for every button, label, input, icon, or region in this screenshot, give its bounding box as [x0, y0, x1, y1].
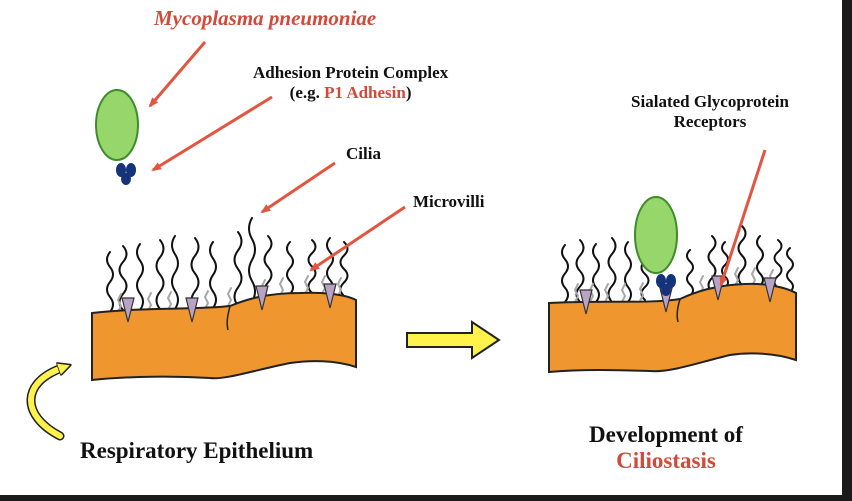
receptor: [579, 289, 593, 315]
cilium: [607, 237, 617, 303]
receptors-label-line2: Receptors: [673, 111, 747, 131]
cilium: [786, 247, 794, 293]
receptors-label-line1: Sialated Glycoprotein: [631, 92, 789, 111]
cilium: [155, 239, 165, 310]
receptor: [323, 283, 337, 309]
organism-label: Mycoplasma pneumoniae: [154, 6, 377, 30]
adhesion-label-line1: Adhesion Protein Complex: [253, 63, 449, 82]
cilium: [209, 241, 217, 309]
adhesion-prefix: (e.g.: [289, 82, 325, 102]
receptors-label: Sialated Glycoprotein Receptors: [600, 92, 820, 131]
receptor: [121, 297, 135, 323]
microvillus: [226, 287, 233, 307]
cilium: [756, 235, 764, 287]
cilium: [339, 241, 349, 297]
arrow-to-cilia: [260, 161, 336, 214]
cilium: [707, 235, 717, 293]
cilium: [286, 241, 294, 295]
adhesion-highlight: P1 Adhesin: [324, 82, 406, 102]
cilium: [233, 231, 243, 307]
microvillus: [320, 275, 327, 295]
cilium: [561, 244, 569, 303]
microvillus: [303, 275, 310, 295]
ciliostasis-text: Ciliostasis: [616, 448, 716, 474]
arrow-to-receptor: [719, 149, 767, 287]
curved-arrow: [26, 368, 62, 441]
arrow-to-microvilli: [309, 205, 406, 272]
cilium: [190, 237, 200, 310]
cilium: [686, 249, 694, 297]
adhesin-complex-free: [116, 163, 136, 185]
arrow-to-organism: [148, 41, 207, 108]
receptors-left: [121, 283, 337, 323]
ciliostasis-label: Development of Ciliostasis: [556, 422, 776, 475]
microvillus: [203, 290, 210, 310]
microvillus: [603, 283, 610, 303]
receptor: [185, 297, 199, 323]
bacterium-attached: [634, 196, 678, 296]
epithelium-right: [548, 282, 797, 374]
adhesion-label: Adhesion Protein Complex (e.g. P1 Adhesi…: [253, 63, 448, 102]
epithelium-left: [91, 291, 357, 382]
arrow-to-adhesin: [151, 95, 273, 172]
development-of-text: Development of: [589, 422, 743, 447]
microvillus: [620, 283, 627, 303]
cilium: [171, 235, 179, 310]
cilium: [592, 243, 600, 303]
microvillus: [336, 277, 343, 297]
cilium: [118, 245, 128, 311]
microvillus: [146, 292, 153, 312]
adhesion-label-line2: (e.g. P1 Adhesin): [253, 83, 448, 103]
adhesion-suffix: ): [405, 82, 412, 102]
microvilli-left: [116, 275, 343, 313]
adhesin-complex-attached: [656, 274, 676, 296]
cilium: [624, 241, 632, 303]
receptor: [255, 285, 269, 311]
bacterium-free: [95, 89, 139, 185]
cilium: [136, 243, 144, 311]
cilia-label: Cilia: [346, 144, 381, 163]
cilium: [575, 239, 585, 303]
microvillus: [116, 293, 123, 313]
cilium: [737, 225, 747, 286]
cilium: [106, 251, 114, 313]
cilia-left: [106, 217, 349, 313]
cilium: [721, 241, 729, 289]
respiratory-epithelium-label: Respiratory Epithelium: [80, 438, 314, 463]
microvilli-label: Microvilli: [413, 192, 485, 211]
receptor: [763, 277, 777, 303]
microvillus: [638, 282, 645, 302]
cilium: [248, 217, 256, 303]
transition-arrow: [406, 320, 501, 360]
microvillus: [166, 291, 173, 311]
microvillus: [573, 283, 580, 303]
microvillus: [733, 267, 740, 287]
